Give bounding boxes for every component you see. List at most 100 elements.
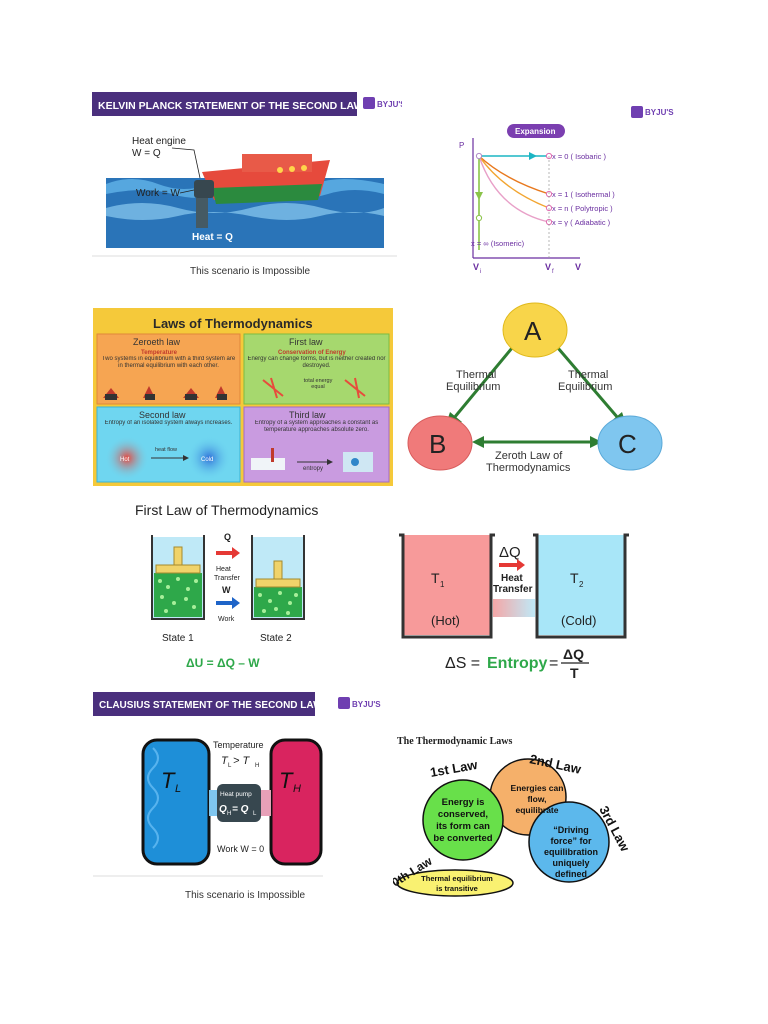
svg-text:Zeroth Law of: Zeroth Law of xyxy=(495,450,563,462)
hot-reservoir xyxy=(403,535,491,635)
kelvin-planck-figure: KELVIN PLANCK STATEMENT OF THE SECOND LA… xyxy=(92,92,402,277)
svg-text:(Cold): (Cold) xyxy=(561,613,596,628)
svg-text:T: T xyxy=(570,665,579,681)
polytropic-label: x = n ( Polytropic ) xyxy=(552,204,613,213)
byjus-logo-icon xyxy=(631,106,643,118)
svg-text:C: C xyxy=(618,429,637,459)
expansion-panel: BYJU'S Expansion P V x = 0 ( Isobaric ) … xyxy=(455,100,685,285)
svg-text:T: T xyxy=(161,768,176,793)
svg-text:H: H xyxy=(255,763,259,769)
svg-text:T: T xyxy=(431,570,440,586)
svg-text:ΔQ: ΔQ xyxy=(563,646,584,662)
svg-text:Thermodynamics: Thermodynamics xyxy=(486,462,571,474)
entropy-panel: T 1 (Hot) T 2 (Cold) ΔQ Heat Transfer ΔS… xyxy=(395,525,645,685)
svg-text:Cold: Cold xyxy=(201,457,213,463)
svg-text:Q: Q xyxy=(219,804,227,815)
svg-text:Temperature: Temperature xyxy=(141,350,178,356)
svg-text:be converted: be converted xyxy=(433,833,492,844)
svg-text:1st Law: 1st Law xyxy=(429,757,479,780)
expansion-badge xyxy=(507,124,565,138)
isothermal-label: x = 1 ( Isothermal ) xyxy=(552,190,615,199)
svg-text:Zeroeth law: Zeroeth law xyxy=(133,337,181,347)
svg-text:Work W = 0: Work W = 0 xyxy=(217,844,264,854)
svg-text:L: L xyxy=(253,811,257,817)
zeroth-law-box xyxy=(96,333,241,405)
svg-text:Thermal: Thermal xyxy=(568,369,608,381)
svg-text:Expansion: Expansion xyxy=(515,127,556,136)
svg-text:P: P xyxy=(459,141,464,150)
svg-text:B: B xyxy=(429,429,446,459)
hot-reservoir xyxy=(269,738,323,866)
svg-text:Heat: Heat xyxy=(216,566,231,573)
clausius-caption: This scenario is Impossible xyxy=(185,890,305,901)
svg-text:Work: Work xyxy=(218,616,235,623)
clausius-title-bar xyxy=(93,692,315,716)
third-law-circle xyxy=(528,801,610,883)
circle-c xyxy=(597,415,663,471)
svg-text:T: T xyxy=(279,768,294,793)
svg-text:“Driving: “Driving xyxy=(553,825,589,835)
svg-text:L: L xyxy=(228,763,232,769)
svg-text:force” for: force” for xyxy=(550,836,592,846)
laws-title: Laws of Thermodynamics xyxy=(153,316,313,331)
svg-text:entropy: entropy xyxy=(303,466,323,472)
svg-text:equilibration: equilibration xyxy=(544,847,598,857)
svg-text:Conservation of Energy: Conservation of Energy xyxy=(278,350,346,356)
energy-figure-icon xyxy=(262,377,284,399)
first-law-title: First Law of Thermodynamics xyxy=(135,502,318,518)
work-arrow-icon xyxy=(216,597,240,609)
kelvin-caption: This scenario is Impossible xyxy=(190,266,310,277)
svg-text:Hot: Hot xyxy=(120,457,130,463)
adiabatic-curve xyxy=(478,155,550,223)
svg-text:Energies can: Energies can xyxy=(511,783,564,793)
thermometer-icon xyxy=(251,458,285,470)
svg-text:its form can: its form can xyxy=(436,821,490,832)
svg-text:A: A xyxy=(524,316,542,346)
hot-blob xyxy=(105,436,149,480)
svg-text:W: W xyxy=(222,585,231,595)
svg-text:f: f xyxy=(552,269,554,275)
svg-text:Second law: Second law xyxy=(139,410,186,420)
svg-text:Heat: Heat xyxy=(501,573,523,584)
svg-text:Thermal: Thermal xyxy=(456,369,496,381)
kelvin-planck-panel: KELVIN PLANCK STATEMENT OF THE SECOND LA… xyxy=(92,88,402,283)
svg-text:H: H xyxy=(293,783,301,795)
entropy-word: Entropy xyxy=(487,655,548,672)
clausius-panel: CLAUSIUS STATEMENT OF THE SECOND LAW BYJ… xyxy=(93,688,393,910)
svg-text:Equilibrium: Equilibrium xyxy=(558,381,612,393)
first-law-equation: ΔU = ΔQ – W xyxy=(186,656,260,670)
conduction-bridge xyxy=(493,599,535,617)
svg-text:H: H xyxy=(227,811,231,817)
first-law-box xyxy=(243,333,390,405)
svg-text:conserved,: conserved, xyxy=(438,809,488,820)
byjus-logo-text: BYJU'S xyxy=(377,100,402,109)
svg-text:Equilibrium: Equilibrium xyxy=(446,381,500,393)
byjus-logo-icon xyxy=(363,97,375,109)
svg-text:2: 2 xyxy=(579,580,584,589)
svg-text:Third law: Third law xyxy=(289,410,326,420)
venn-title: The Thermodynamic Laws xyxy=(397,736,512,747)
entropy-figure: T 1 (Hot) T 2 (Cold) ΔQ Heat Transfer ΔS… xyxy=(399,533,629,681)
svg-text:defined: defined xyxy=(555,869,587,879)
isothermal-curve xyxy=(478,155,550,195)
laws-panel: Laws of Thermodynamics Zeroeth law Tempe… xyxy=(93,308,393,486)
kelvin-title-bar xyxy=(92,92,357,116)
svg-text:ΔQ: ΔQ xyxy=(499,544,521,561)
svg-text:equilibrate: equilibrate xyxy=(516,805,559,815)
svg-text:BYJU'S: BYJU'S xyxy=(645,108,674,117)
svg-text:Energy is: Energy is xyxy=(442,797,485,808)
zeroth-law-diagram: A B C Thermal Equilibrium Thermal Equili… xyxy=(407,302,663,474)
svg-text:flow,: flow, xyxy=(527,794,546,804)
svg-text:State 2: State 2 xyxy=(260,633,292,644)
heat-arrow-icon xyxy=(499,559,525,571)
zeroth-law-panel: A B C Thermal Equilibrium Thermal Equili… xyxy=(400,300,670,480)
svg-text:T: T xyxy=(221,755,229,767)
svg-text:Thermal equilibrium: Thermal equilibrium xyxy=(421,874,493,883)
svg-text:is transitive: is transitive xyxy=(436,884,478,893)
svg-text:Heat pump: Heat pump xyxy=(220,791,252,798)
first-law-panel: First Law of Thermodynamics Q Heat Trans… xyxy=(130,495,330,675)
piston-2 xyxy=(255,578,301,588)
energy-figure-icon xyxy=(344,377,366,399)
laws-figure: Laws of Thermodynamics Zeroeth law Tempe… xyxy=(93,308,393,486)
svg-text:Temperature: Temperature xyxy=(213,740,264,750)
